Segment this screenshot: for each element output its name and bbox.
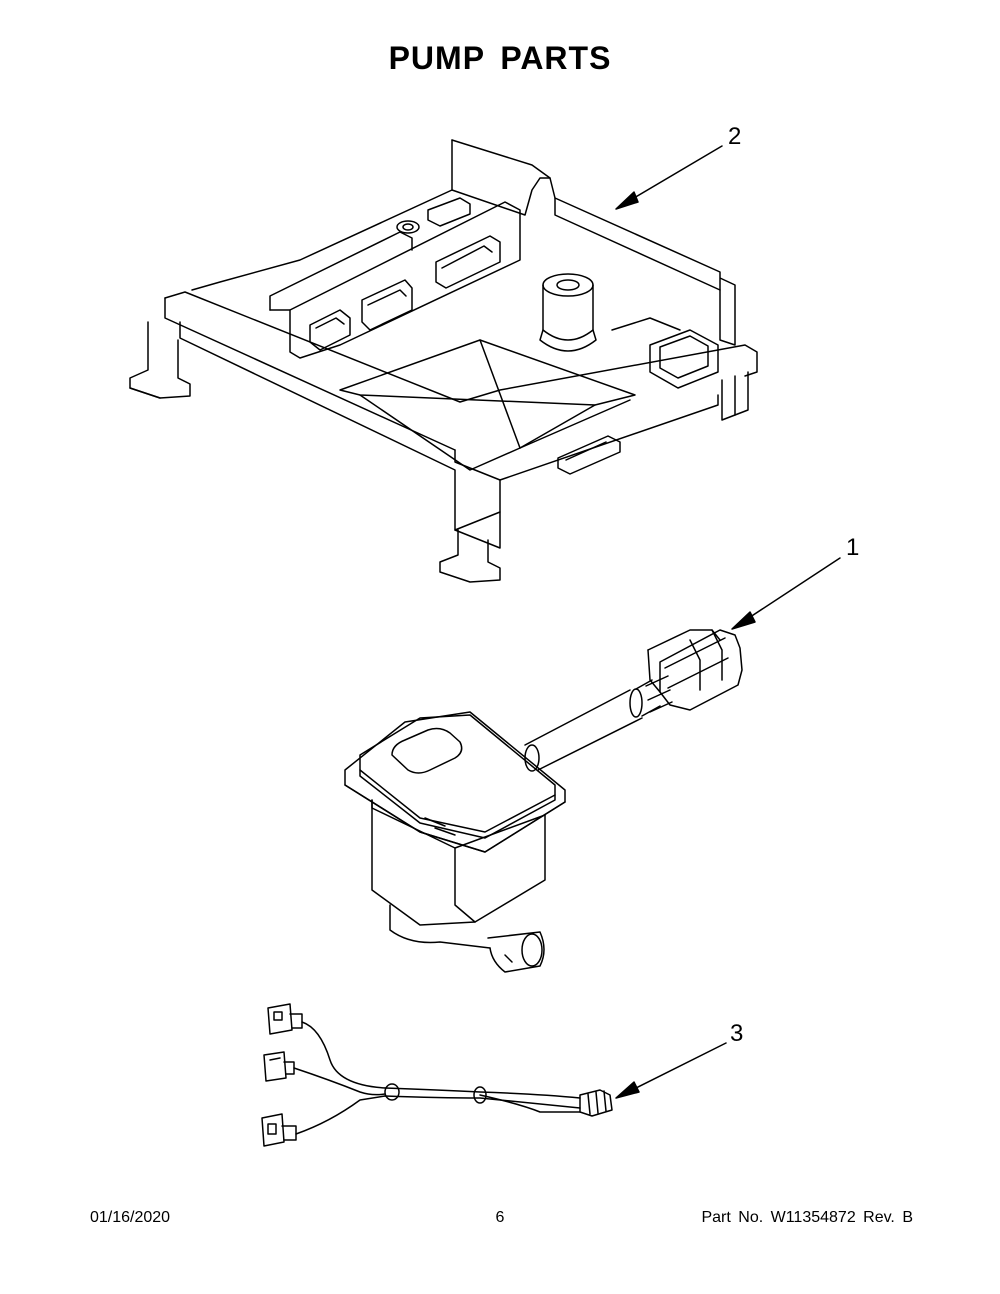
- footer-part-info: Part No. W11354872 Rev. B: [701, 1209, 913, 1226]
- leader-line-1: [731, 557, 841, 630]
- callout-3: 3: [730, 1020, 744, 1047]
- part-1-pump[interactable]: [344, 629, 743, 973]
- part-3-harness[interactable]: [261, 1003, 613, 1147]
- callout-2: 2: [728, 123, 742, 150]
- page-title: PUMP PARTS: [388, 40, 612, 76]
- footer-date: 01/16/2020: [90, 1209, 171, 1226]
- leader-line-2: [615, 145, 723, 210]
- part-2-housing[interactable]: [129, 139, 758, 583]
- callout-1: 1: [846, 534, 860, 561]
- leader-line-3: [615, 1042, 727, 1099]
- footer-page-number: 6: [495, 1209, 505, 1226]
